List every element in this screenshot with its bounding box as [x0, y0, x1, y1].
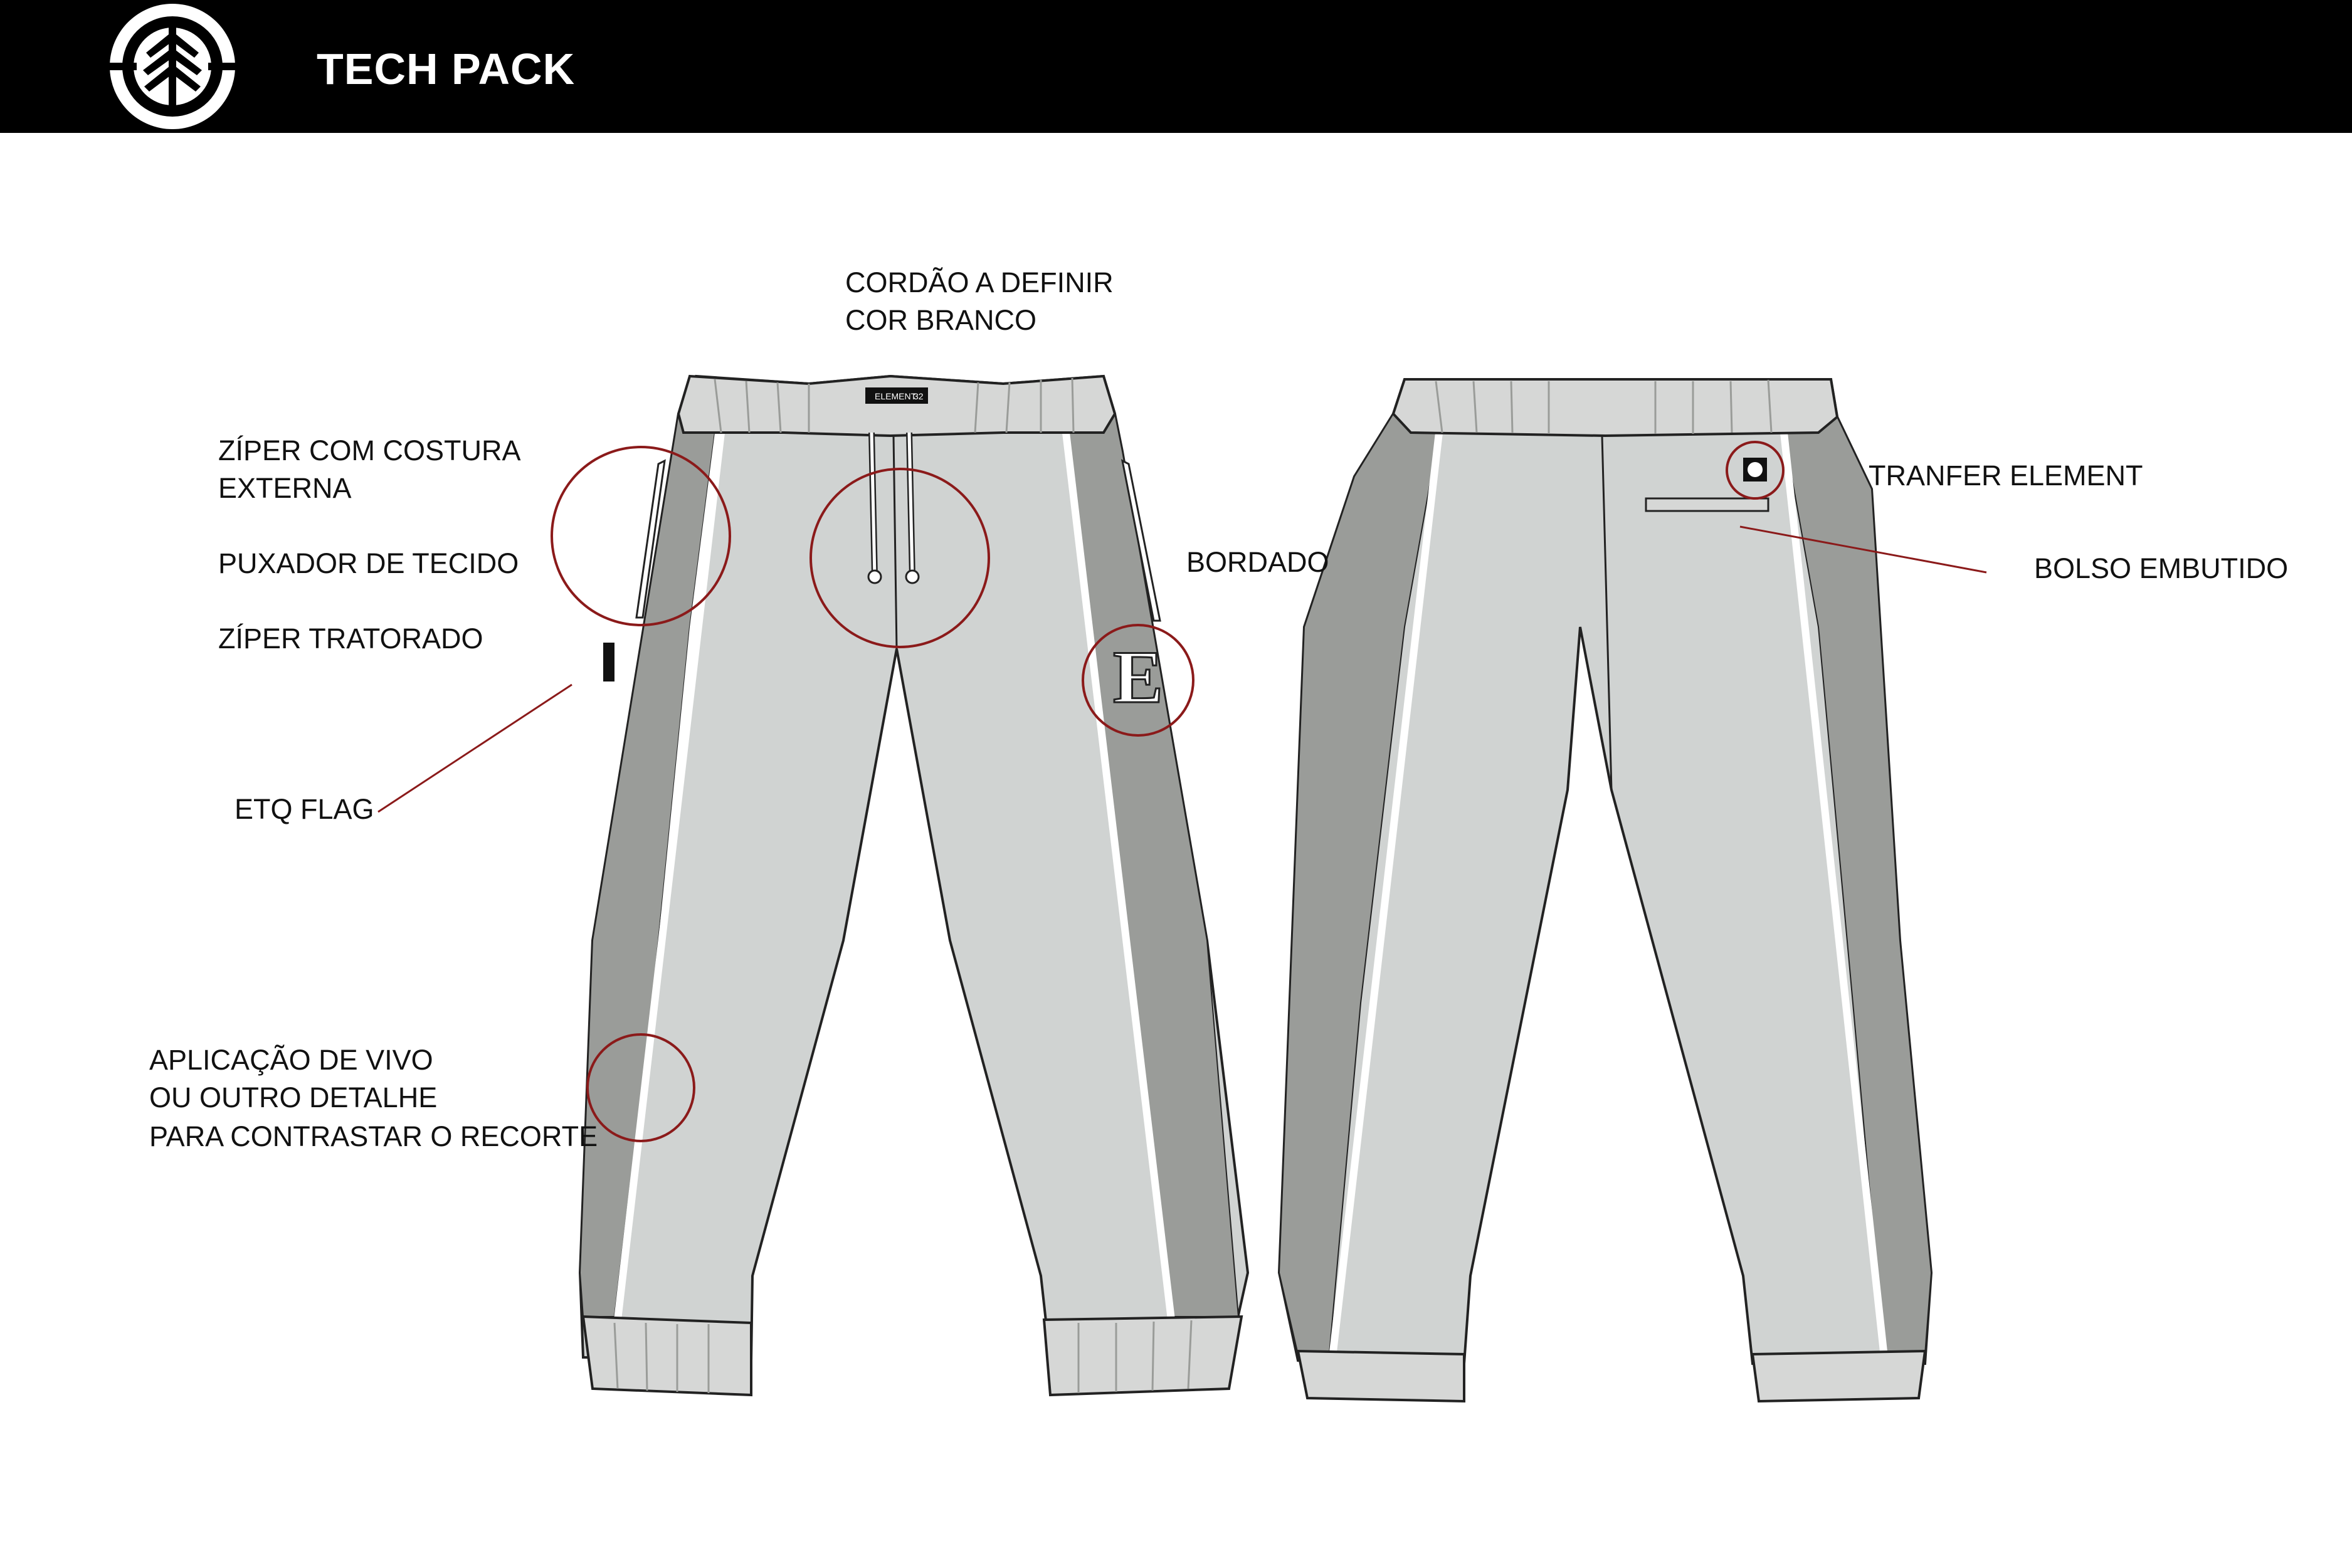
callout-piping	[586, 1033, 695, 1142]
zip-label-line2: EXTERNA	[218, 472, 352, 504]
back-left-cuff	[1296, 1349, 1465, 1403]
pocket-leader-line	[1739, 525, 1987, 574]
back-view	[1277, 378, 1987, 1403]
back-pocket-welt	[1645, 497, 1769, 512]
waist-label-brand: ELEMENT	[875, 391, 917, 401]
front-waist-label	[865, 387, 928, 404]
callout-transfer	[1726, 441, 1785, 500]
pocket-label: BOLSO EMBUTIDO	[2034, 552, 2289, 584]
piping-label-line1: APLICAÇÃO DE VIVO	[149, 1044, 433, 1076]
front-fly-seam	[892, 435, 898, 650]
front-view: ELEMENT 32 E	[377, 374, 1250, 1397]
front-waistband	[677, 374, 1117, 438]
cord-label-line1: CORDÃO A DEFINIR	[845, 266, 1114, 298]
back-right-piping	[1780, 432, 1888, 1358]
drawcord-tip-right	[905, 569, 920, 584]
drawcord-tip-left	[867, 569, 882, 584]
flag-label: ETQ FLAG	[235, 793, 374, 825]
callout-embroidery	[1082, 624, 1194, 737]
page-title: TECH PACK	[317, 45, 576, 93]
front-callouts	[551, 446, 1194, 1142]
element-tree-logo-icon	[108, 4, 236, 129]
front-waistband-gathers	[714, 377, 1075, 433]
zip-label-line1: ZÍPER COM COSTURA	[218, 434, 521, 466]
embroidery-label: BORDADO	[1186, 546, 1329, 578]
piping-label-line3: PARA CONTRASTAR O RECORTE	[149, 1120, 598, 1152]
piping-label-line2: OU OUTRO DETALHE	[149, 1081, 438, 1113]
embroidery-e: E	[1113, 635, 1163, 718]
callout-cord	[809, 468, 990, 648]
waist-label-size: 32	[914, 391, 924, 401]
header-bar: TECH PACK	[0, 0, 2352, 133]
front-right-cuff	[1042, 1315, 1243, 1397]
back-center-seam	[1601, 435, 1613, 791]
front-left-cuff	[581, 1315, 752, 1397]
back-transfer-logo-icon	[1748, 462, 1763, 477]
back-right-side-panel	[1783, 416, 1933, 1355]
flag-leader-line	[377, 683, 572, 813]
zip-type-label: ZÍPER TRATORADO	[218, 623, 483, 655]
cuff-ribbing	[613, 1320, 1193, 1393]
puller-label: PUXADOR DE TECIDO	[218, 547, 519, 579]
back-waistband-gathers	[1435, 379, 1773, 434]
back-left-piping	[1329, 432, 1443, 1358]
cord-label-line2: COR BRANCO	[845, 304, 1037, 336]
back-waistband	[1391, 378, 1839, 438]
transfer-label: TRANFER ELEMENT	[1869, 460, 2143, 492]
front-right-zip-pocket	[1121, 459, 1161, 622]
front-left-zip-pocket	[635, 459, 666, 619]
etq-flag-tag	[603, 643, 614, 681]
front-right-piping	[1062, 432, 1175, 1320]
front-left-piping	[614, 432, 725, 1320]
callout-zip	[551, 446, 731, 626]
back-right-cuff	[1751, 1349, 1927, 1403]
